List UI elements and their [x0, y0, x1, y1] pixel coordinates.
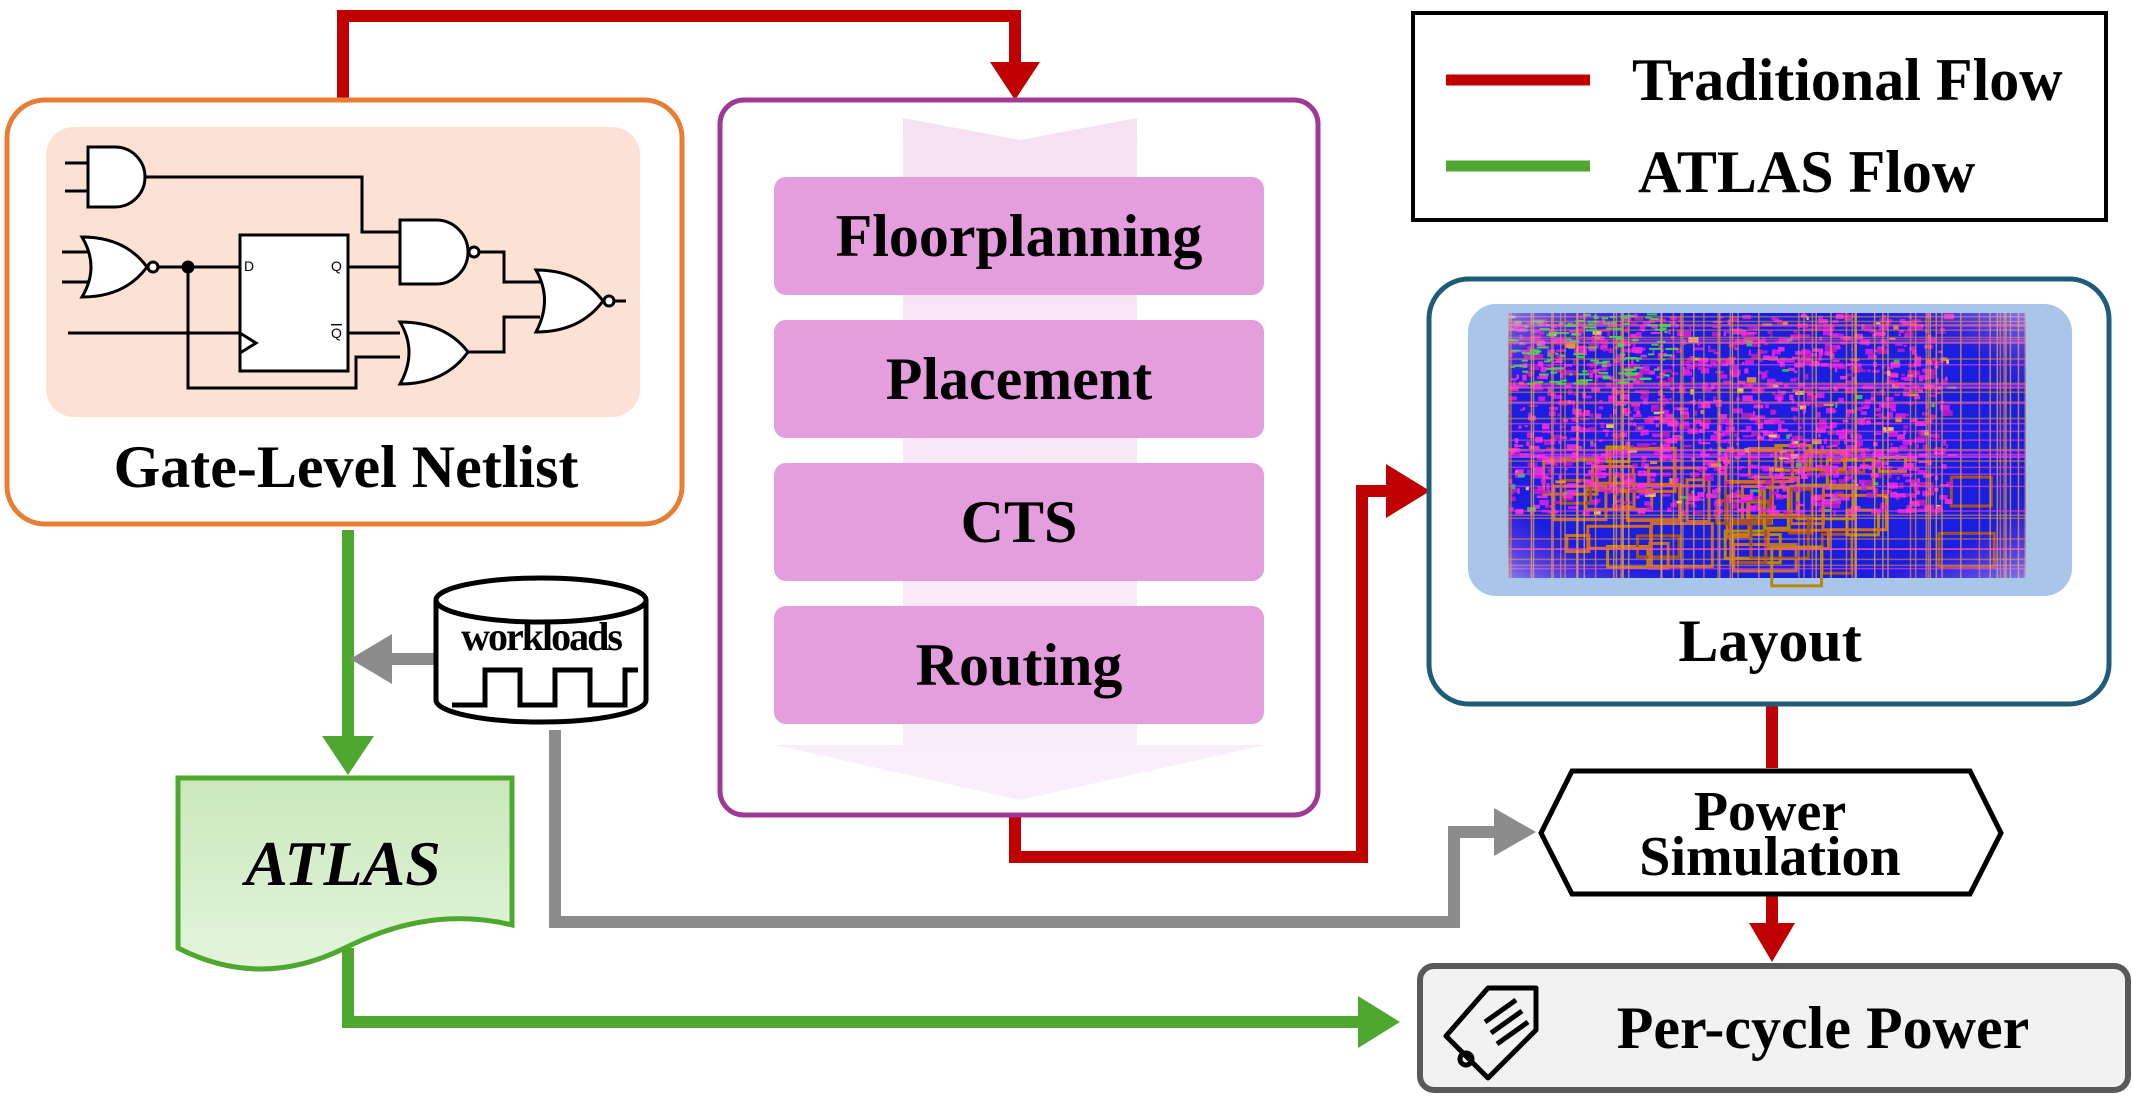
layout-label: Layout [1678, 608, 1861, 674]
waveform-icon [452, 667, 638, 708]
pnr-to-layout-connector [1009, 485, 1396, 863]
workloads-label: workloads [461, 614, 622, 659]
ff-qbar-label: Q [331, 325, 342, 341]
pnr-step-box [774, 177, 1264, 295]
percycle-green-arrowhead [1358, 996, 1400, 1048]
traditional-arrowheads [990, 62, 1795, 962]
atlas-label: ATLAS [241, 828, 441, 899]
powersim-gray-arrowhead [1494, 808, 1536, 856]
and-gate-mid-icon [398, 218, 470, 286]
power-simulation-line2: Simulation [1639, 826, 1900, 888]
ff-d-label: D [244, 258, 254, 274]
atlas-arrowhead [322, 736, 374, 775]
pnr-step-box [774, 320, 1264, 438]
netlist-box: D Q Q Gate-Level Netlist [4, 97, 685, 527]
netlist-to-pnr-connector [337, 10, 1021, 100]
layout-box: Layout [1426, 276, 2112, 707]
workload-left-arrowhead [350, 634, 392, 684]
pnr-step-label: CTS [961, 489, 1078, 555]
workload-arrowheads [350, 634, 1536, 856]
pnr-step-box [774, 606, 1264, 724]
nor-gate-icon [79, 235, 149, 299]
atlas-flow-connectors [342, 530, 1366, 1028]
workloads-to-powersim-connector [549, 730, 1502, 928]
atlas-block: ATLAS [175, 775, 515, 972]
atlas-to-percycle-connector [342, 948, 1366, 1028]
netlist-schematic [62, 145, 626, 390]
ff-q-label: Q [331, 258, 342, 274]
netlist-label: Gate-Level Netlist [114, 434, 579, 500]
or-gate-icon [397, 320, 470, 386]
pnr-step-label: Routing [916, 632, 1123, 698]
legend: Traditional Flow ATLAS Flow [1411, 11, 2108, 222]
legend-traditional-label: Traditional Flow [1632, 47, 2063, 113]
percycle-arrowhead [1749, 923, 1795, 962]
pnr-step-label: Floorplanning [836, 203, 1203, 269]
legend-box [1411, 11, 2108, 222]
database-icon [433, 600, 649, 725]
power-simulation-block: Power Simulation [1538, 768, 2004, 897]
per-cycle-power-label: Per-cycle Power [1617, 995, 2029, 1061]
layout-arrowhead [1386, 464, 1430, 518]
tag-icon [1443, 985, 1539, 1081]
per-cycle-power-frame [1417, 963, 2131, 1093]
atlas-arrowheads [322, 736, 1400, 1048]
per-cycle-power-block: Per-cycle Power [1417, 963, 2131, 1093]
nor-gate-right-icon [533, 268, 605, 334]
pnr-step-label: Placement [886, 346, 1153, 412]
flip-flop-icon [238, 233, 350, 373]
pnr-flow-arrow [775, 118, 1265, 800]
workloads-database: workloads [433, 575, 649, 725]
traditional-flow-connectors [337, 10, 1778, 928]
legend-atlas-label: ATLAS Flow [1638, 139, 1976, 205]
power-simulation-hexagon [1538, 768, 2004, 897]
chip-layout-image [1507, 313, 2027, 588]
atlas-document-shape [175, 775, 515, 972]
pnr-step-box [774, 463, 1264, 581]
pnr-arrowhead [990, 62, 1040, 100]
and-gate-icon [86, 145, 147, 209]
power-simulation-line1: Power [1694, 781, 1846, 843]
